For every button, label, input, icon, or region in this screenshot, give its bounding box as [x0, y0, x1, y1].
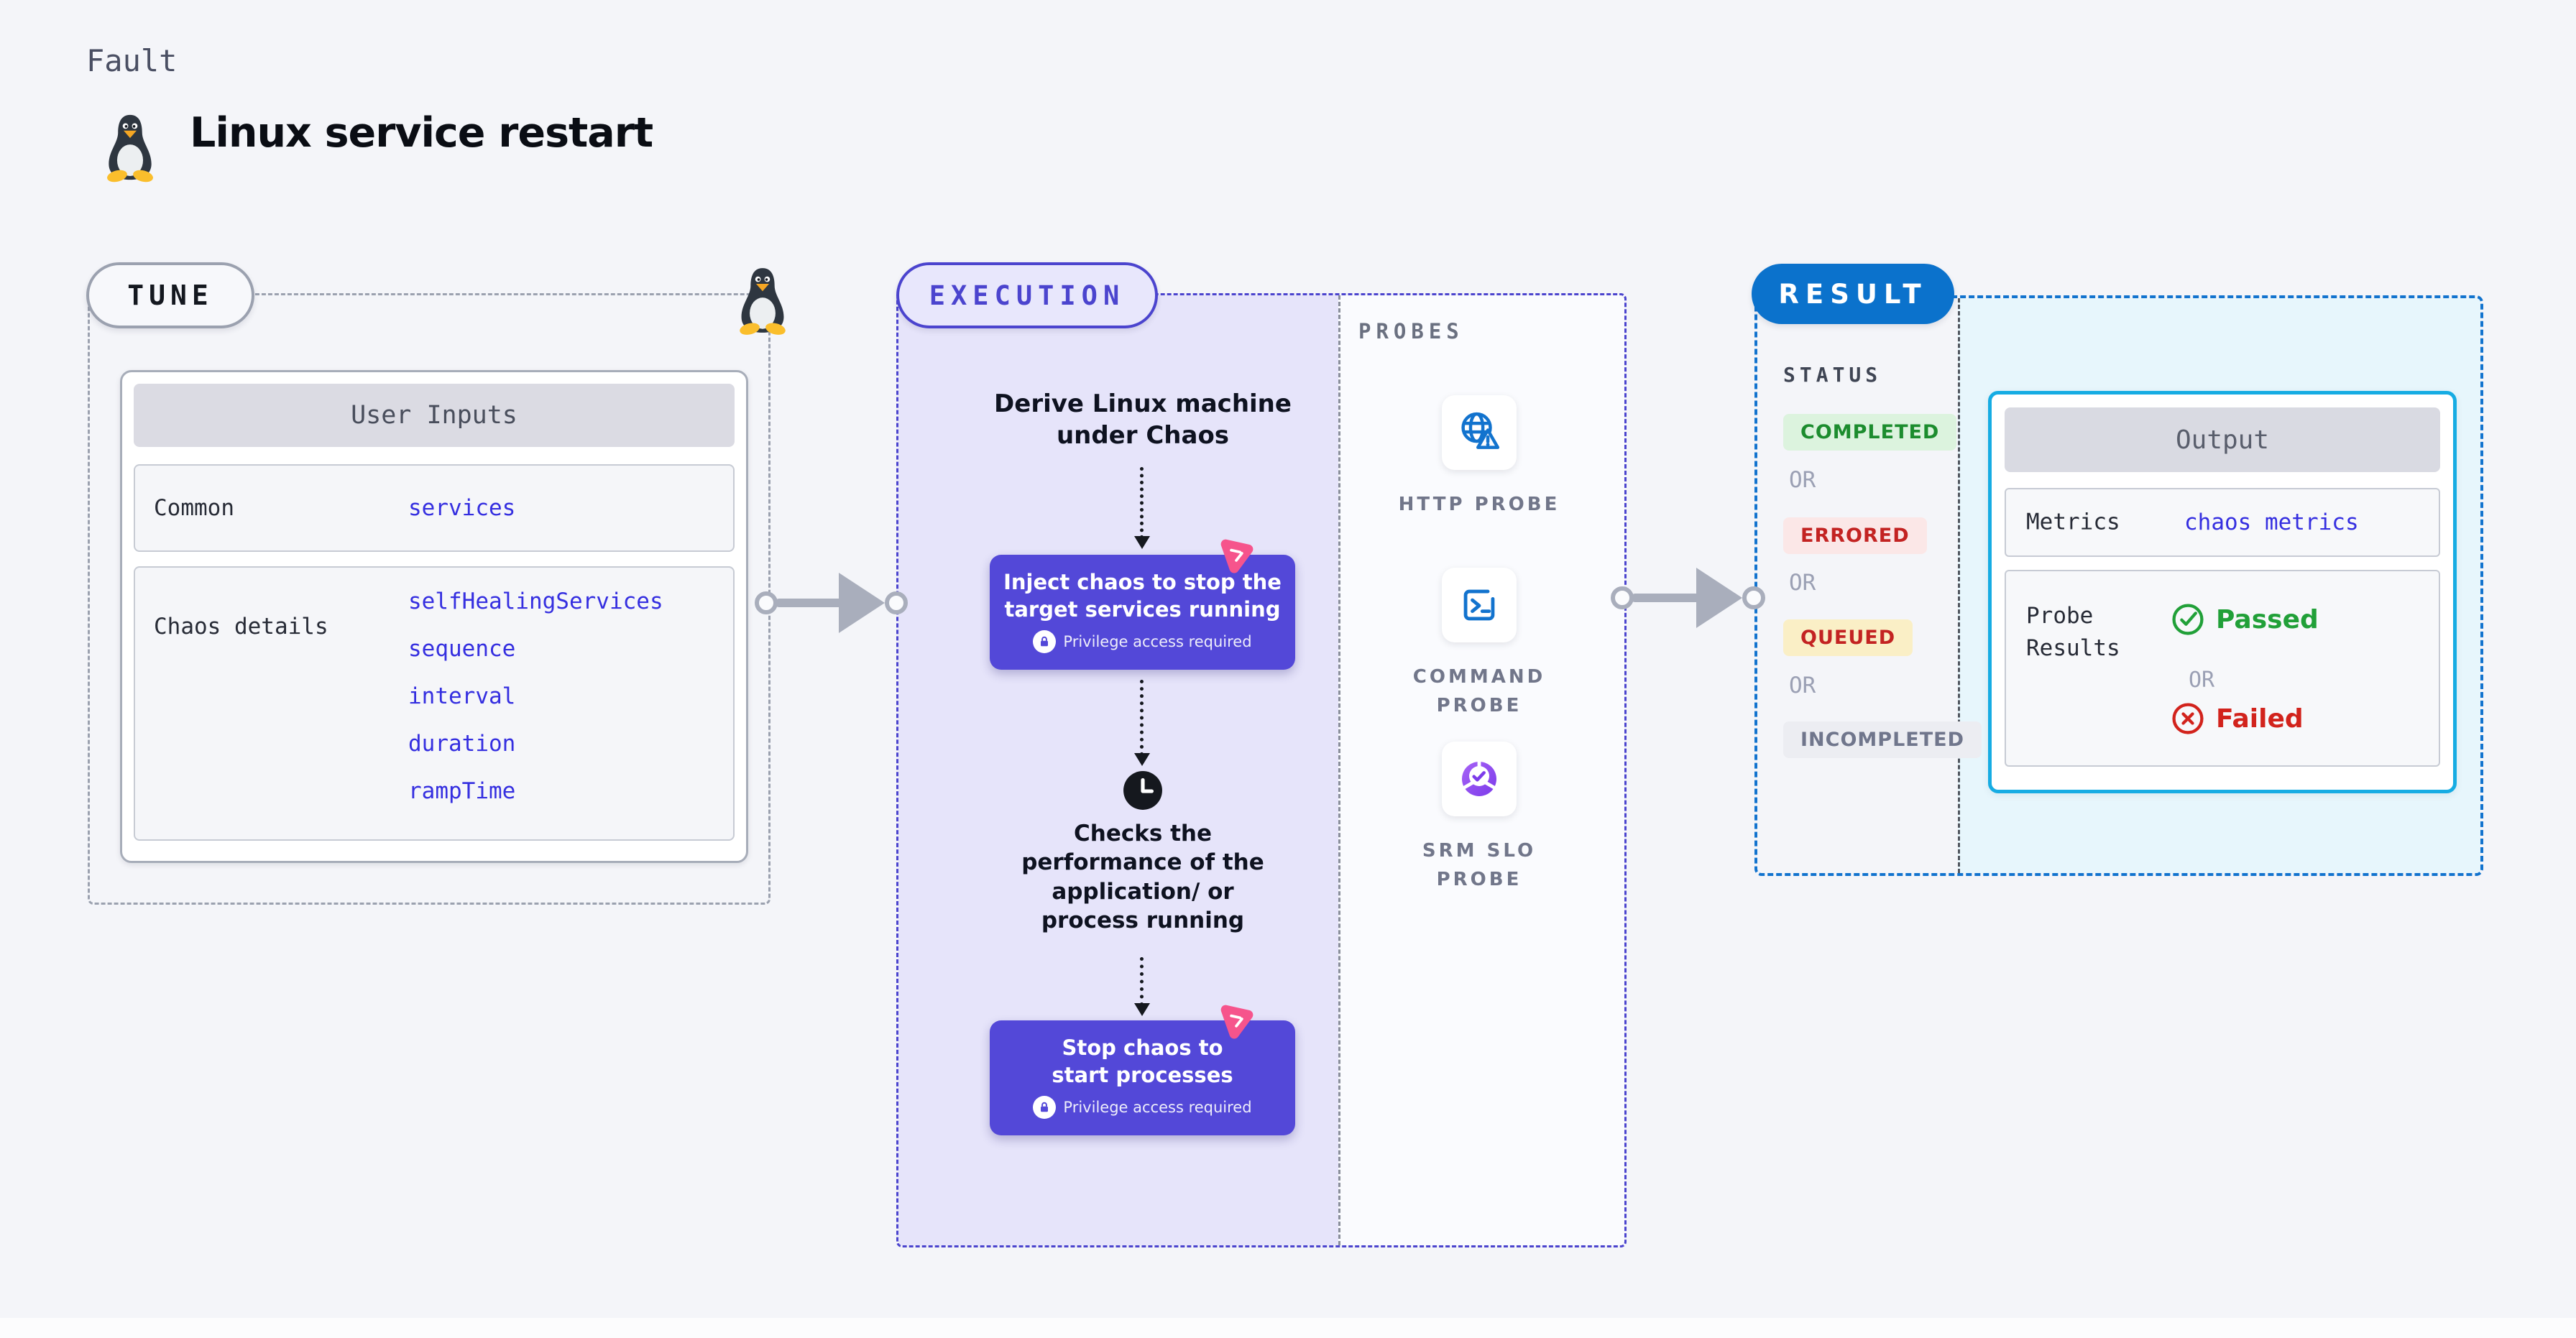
- table-row-common: Common services: [134, 464, 735, 552]
- or-label: OR: [1789, 467, 1816, 493]
- table-row-chaos-details: Chaos details selfHealingServices sequen…: [134, 566, 735, 841]
- link-duration[interactable]: duration: [408, 731, 516, 757]
- flow-arrow-tune-to-execution: [755, 567, 908, 639]
- row-label: Probe Results: [2026, 603, 2120, 661]
- user-inputs-header: User Inputs: [134, 384, 735, 447]
- or-label: OR: [1789, 673, 1816, 698]
- clock-icon: [1123, 771, 1162, 810]
- row-label: Common: [154, 495, 234, 521]
- dotted-arrow-down: [1134, 467, 1150, 549]
- or-label: OR: [2189, 668, 2215, 693]
- failed-text: Failed: [2216, 703, 2304, 734]
- probe-card-srm-slo: [1442, 742, 1517, 816]
- step-stop-card: Stop chaos to start processes Privilege …: [990, 1020, 1295, 1135]
- status-badge-completed: COMPLETED: [1783, 414, 1957, 451]
- chaos-detail-links: selfHealingServices sequence interval du…: [408, 578, 663, 815]
- chaos-burst-icon: [1220, 539, 1254, 573]
- connector-dot: [1611, 586, 1634, 609]
- link-interval[interactable]: interval: [408, 683, 516, 709]
- connector-dot: [885, 591, 908, 614]
- tux-penguin-icon: [740, 268, 786, 335]
- step-inject-text: Inject chaos to stop the target services…: [1003, 570, 1282, 622]
- row-label: Chaos details: [154, 614, 328, 640]
- verdict-passed: Passed: [2171, 603, 2319, 636]
- probe-card-http: [1442, 395, 1517, 470]
- output-table: Output Metrics chaos metrics Probe Resul…: [1988, 391, 2457, 793]
- step-stop-text: Stop chaos to start processes: [1052, 1035, 1233, 1087]
- step-derive-text: Derive Linux machine under Chaos: [994, 389, 1292, 451]
- status-badge-errored: ERRORED: [1783, 517, 1927, 554]
- status-badge-incompleted: INCOMPLETED: [1783, 721, 1982, 758]
- connector-dot: [1742, 586, 1765, 609]
- fault-kicker: Fault: [86, 43, 178, 78]
- verdict-failed: Failed: [2171, 702, 2304, 735]
- step-checks-text: Checks the performance of the applicatio…: [1021, 821, 1264, 933]
- user-inputs-table: User Inputs Common services Chaos detail…: [120, 370, 748, 863]
- output-header: Output: [2005, 407, 2440, 472]
- x-circle-icon: [2172, 703, 2204, 734]
- dotted-arrow-down: [1134, 957, 1150, 1016]
- lock-icon: [1033, 1096, 1057, 1120]
- probe-label-srm-slo: SRM SLO PROBE: [1422, 840, 1537, 891]
- link-selfhealingservices[interactable]: selfHealingServices: [408, 589, 663, 614]
- globe-alert-icon: [1461, 412, 1500, 449]
- privilege-text: Privilege access required: [1063, 1099, 1252, 1117]
- dotted-arrow-down: [1134, 680, 1150, 766]
- chaos-burst-icon: [1220, 1005, 1254, 1039]
- terminal-icon: [1463, 589, 1495, 621]
- probe-label-command: COMMAND PROBE: [1412, 666, 1546, 717]
- output-row-probe-results: Probe Results Passed OR Failed: [2005, 570, 2440, 767]
- passed-text: Passed: [2216, 604, 2319, 635]
- link-services[interactable]: services: [408, 495, 516, 521]
- tune-badge: TUNE: [86, 262, 254, 328]
- page-bottom-strip: [0, 1318, 2576, 1338]
- status-label: STATUS: [1783, 363, 1882, 387]
- privilege-note: Privilege access required: [1033, 1096, 1252, 1120]
- result-badge: RESULT: [1752, 264, 1954, 324]
- lock-icon: [1033, 630, 1057, 654]
- probe-label-http: HTTP PROBE: [1398, 494, 1560, 515]
- slo-donut-icon: [1461, 759, 1497, 796]
- probes-label: PROBES: [1358, 319, 1464, 343]
- link-chaos-metrics[interactable]: chaos metrics: [2184, 509, 2359, 535]
- result-divider: [1958, 298, 1960, 873]
- privilege-note: Privilege access required: [1033, 630, 1252, 654]
- flow-arrow-execution-to-result: [1611, 562, 1765, 634]
- execution-badge: EXECUTION: [896, 262, 1158, 328]
- link-sequence[interactable]: sequence: [408, 636, 516, 662]
- check-circle-icon: [2172, 604, 2204, 635]
- execution-probes-divider: [1338, 295, 1340, 1245]
- tux-penguin-icon: [107, 114, 153, 183]
- or-label: OR: [1789, 570, 1816, 596]
- link-ramptime[interactable]: rampTime: [408, 778, 516, 804]
- probe-card-command: [1442, 568, 1517, 642]
- row-label: Metrics: [2026, 509, 2120, 535]
- connector-dot: [755, 591, 778, 614]
- output-row-metrics: Metrics chaos metrics: [2005, 488, 2440, 557]
- step-inject-card: Inject chaos to stop the target services…: [990, 555, 1295, 670]
- page-title: Linux service restart: [190, 109, 653, 157]
- status-badge-queued: QUEUED: [1783, 619, 1913, 656]
- privilege-text: Privilege access required: [1063, 633, 1252, 651]
